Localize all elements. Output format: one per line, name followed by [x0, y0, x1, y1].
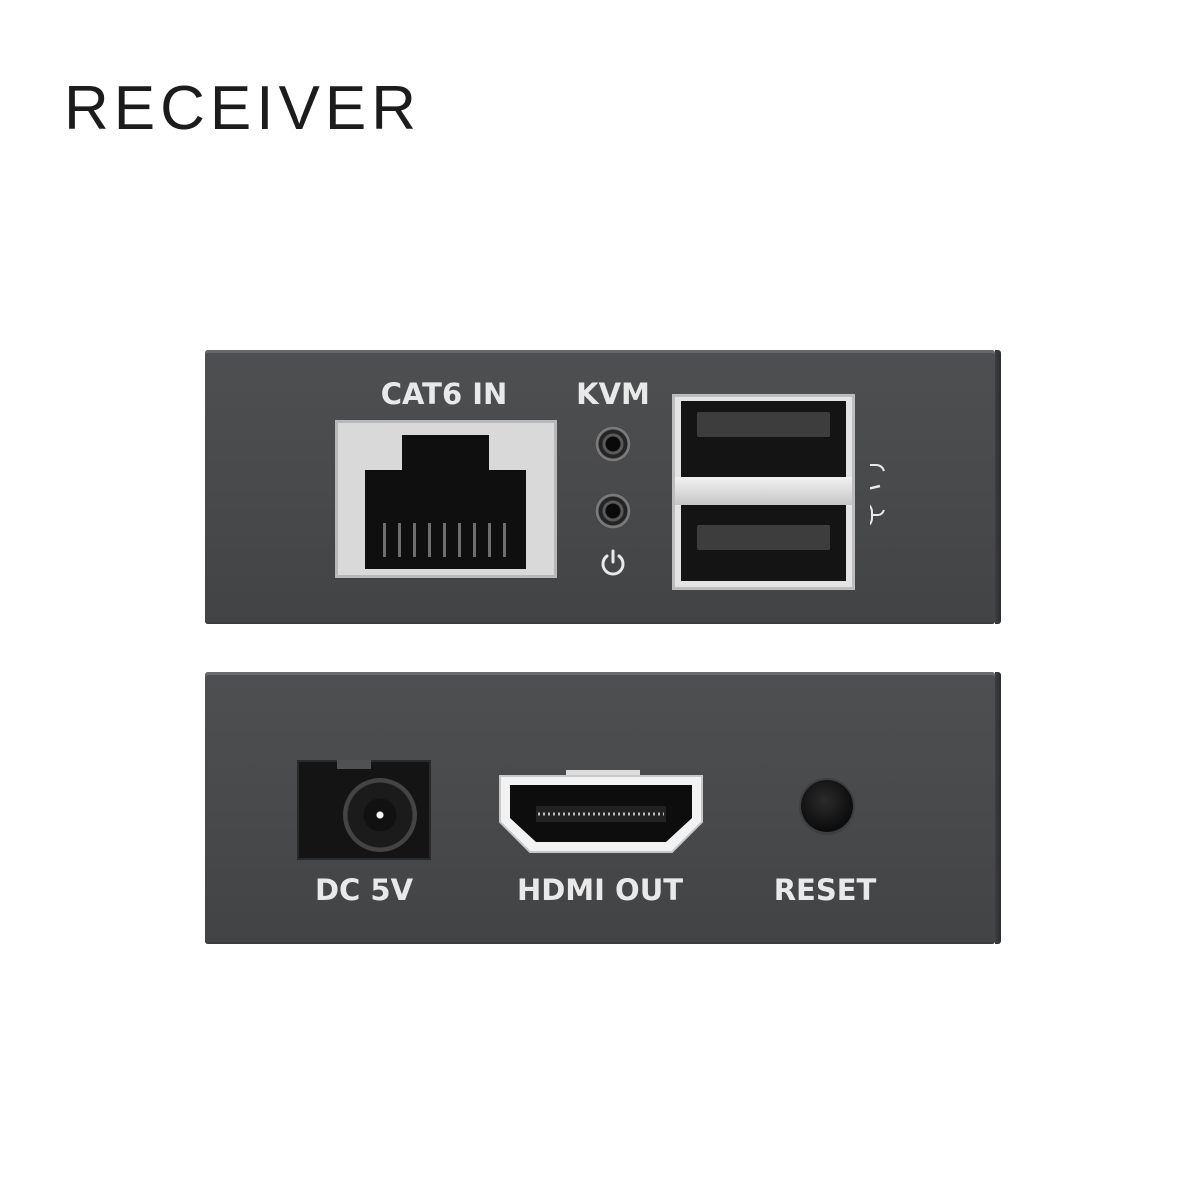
usb-port-upper[interactable] — [681, 401, 846, 477]
usb-tongue — [697, 525, 830, 550]
dc-5v-label: DC 5V — [314, 873, 414, 907]
hdmi-port-icon[interactable] — [496, 772, 706, 856]
usb-port-lower[interactable] — [681, 505, 846, 581]
power-icon — [601, 549, 625, 576]
hdmi-tab — [566, 770, 640, 778]
dc-jack-icon[interactable] — [297, 760, 431, 860]
kvm-led-icon — [595, 426, 631, 462]
rj45-opening — [365, 435, 526, 569]
keyboard-icon — [870, 464, 885, 529]
reset-button-icon[interactable] — [801, 780, 853, 832]
power-led-icon — [595, 493, 631, 529]
dc-jack-notch — [337, 760, 371, 769]
dc-jack-pin — [343, 778, 417, 852]
kvm-label: KVM — [576, 377, 650, 411]
cat6-in-label: CAT6 IN — [380, 377, 508, 411]
page-title: RECEIVER — [64, 74, 421, 143]
usb-divider — [675, 477, 852, 505]
rj45-port-icon[interactable] — [335, 420, 557, 578]
reset-label: RESET — [773, 873, 877, 907]
usb-port-icon[interactable] — [672, 394, 855, 590]
rj45-pins — [383, 523, 508, 557]
hdmi-out-label: HDMI OUT — [516, 873, 684, 907]
usb-tongue — [697, 412, 830, 437]
